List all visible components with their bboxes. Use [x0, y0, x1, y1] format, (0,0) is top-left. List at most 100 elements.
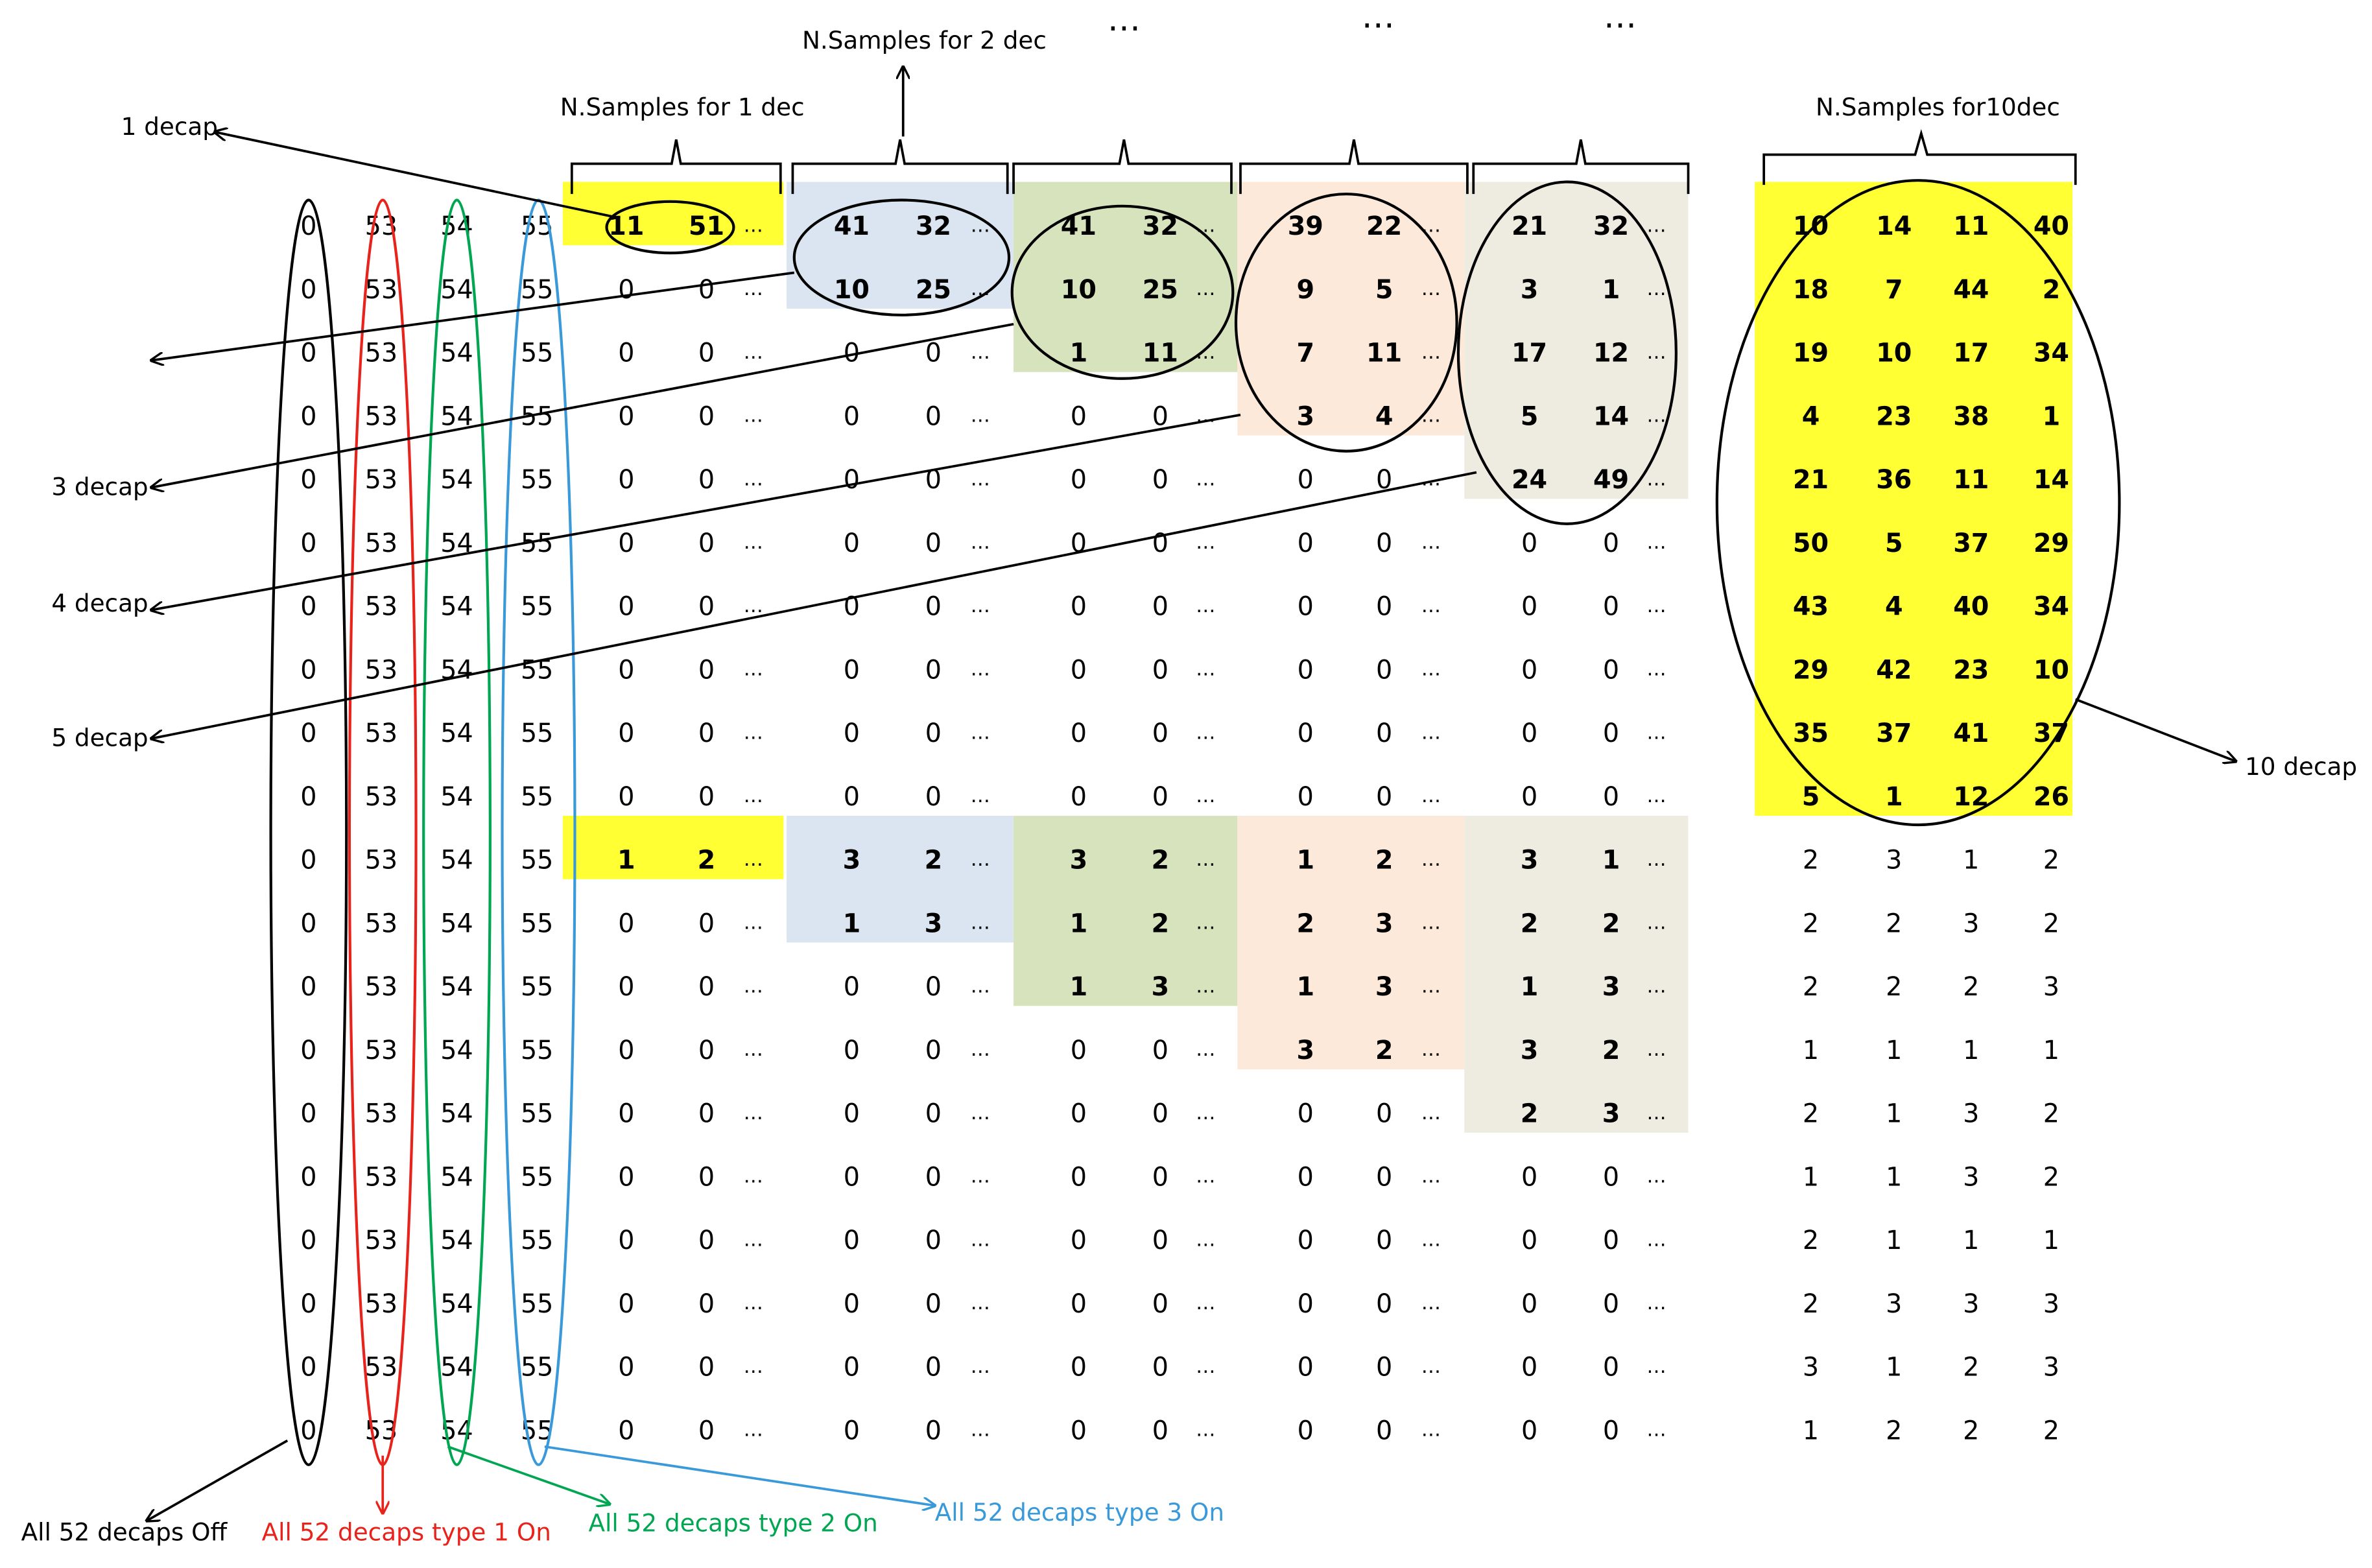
dec10-cell: 3 — [1886, 1289, 1902, 1319]
fixed-cell: 53 — [365, 1226, 397, 1255]
sample-cell: 0 — [698, 972, 715, 1002]
ellipsis-cell: … — [1196, 278, 1215, 300]
sample-cell: 0 — [1071, 1099, 1087, 1129]
sample-cell: 0 — [1071, 655, 1087, 685]
label-type3-on: All 52 decaps type 3 On — [935, 1498, 1224, 1526]
fixed-cell: 0 — [300, 1099, 316, 1129]
sample-cell: 0 — [1603, 1226, 1619, 1255]
sample-cell: 0 — [844, 1099, 860, 1129]
ellipsis-cell: … — [1646, 1038, 1666, 1061]
dec10-cell: 3 — [2043, 1353, 2059, 1383]
highlight-bottom-dec5 — [1464, 815, 1689, 1133]
dec10-cell: 2 — [1803, 909, 1819, 938]
sample-cell: 3 — [1521, 1036, 1539, 1065]
dec10-cell: 2 — [1803, 1099, 1819, 1129]
sample-cell: 0 — [1521, 1353, 1537, 1383]
sample-cell: 0 — [1298, 1289, 1314, 1319]
sample-cell: 14 — [1593, 401, 1629, 431]
ellipsis-cell: … — [971, 1102, 990, 1124]
sample-cell: 0 — [1298, 1226, 1314, 1255]
sample-cell: 3 — [1602, 1099, 1620, 1129]
sample-cell: 0 — [844, 782, 860, 812]
dec10-cell: 44 — [1953, 275, 1989, 305]
dec10-cell: 38 — [1953, 401, 1989, 431]
ellipsis-cell: … — [1646, 1419, 1666, 1442]
ellipsis-cell: … — [1196, 1165, 1215, 1188]
ellipsis-cell: … — [1196, 531, 1215, 554]
ellipsis-cell: … — [1421, 848, 1441, 871]
fixed-cell: 53 — [365, 846, 397, 875]
sample-cell: 0 — [844, 529, 860, 558]
fixed-cell: 0 — [300, 401, 316, 431]
brace-dec1 — [570, 139, 782, 195]
ellipsis-cell: … — [1421, 658, 1441, 681]
header-dec1: N.Samples for 1 dec — [560, 93, 805, 121]
pointer-4-decap — [151, 413, 1241, 610]
dec10-cell: 3 — [1963, 1099, 1979, 1129]
ellipsis-cell: … — [1646, 1228, 1666, 1251]
sample-cell: 0 — [1071, 592, 1087, 622]
ellipsis-cell: … — [1421, 1165, 1441, 1188]
dec10-cell: 2 — [2043, 275, 2061, 305]
dec10-cell: 29 — [2034, 529, 2069, 558]
fixed-cell: 55 — [521, 909, 553, 938]
sample-cell: 0 — [1298, 782, 1314, 812]
ellipsis-cell: … — [971, 595, 990, 617]
dec10-cell: 1 — [1886, 1162, 1902, 1192]
fixed-cell: 54 — [440, 909, 473, 938]
dec10-cell: 2 — [2043, 1099, 2059, 1129]
ellipsis-cell: … — [1196, 721, 1215, 744]
sample-cell: 3 — [1375, 972, 1394, 1002]
sample-cell: 0 — [698, 1416, 715, 1445]
label-type2-on: All 52 decaps type 2 On — [589, 1508, 878, 1537]
sample-cell: 0 — [618, 972, 634, 1002]
dec10-cell: 2 — [1886, 909, 1902, 938]
fixed-cell: 55 — [521, 1353, 553, 1383]
ellipsis-cell: … — [744, 975, 763, 997]
ellipsis-cell: … — [1421, 721, 1441, 744]
ellipsis-cell: … — [1646, 531, 1666, 554]
sample-cell: 0 — [1071, 1226, 1087, 1255]
sample-cell: 0 — [698, 339, 715, 368]
dec10-cell: 36 — [1876, 465, 1912, 495]
sample-cell: 0 — [698, 1226, 715, 1255]
dec10-cell: 2 — [1886, 972, 1902, 1002]
fixed-cell: 53 — [365, 1162, 397, 1192]
sample-cell: 0 — [618, 1353, 634, 1383]
sample-cell: 0 — [618, 1416, 634, 1445]
fixed-cell: 55 — [521, 275, 553, 305]
ellipsis-cell: … — [744, 785, 763, 807]
sample-cell: 4 — [1375, 401, 1394, 431]
sample-cell: 0 — [1152, 1289, 1168, 1319]
ellipsis-cell: … — [1196, 1102, 1215, 1124]
dec10-cell: 1 — [2043, 401, 2061, 431]
label-3-decap: 3 decap — [51, 472, 148, 501]
ellipsis-cell: … — [971, 341, 990, 364]
sample-cell: 0 — [1603, 1162, 1619, 1192]
dec10-cell: 5 — [1802, 782, 1820, 812]
dec10-cell: 4 — [1885, 592, 1903, 622]
dec10-cell: 2 — [1803, 1289, 1819, 1319]
ellipsis-cell: … — [744, 1165, 763, 1188]
dec10-cell: 3 — [2043, 1289, 2059, 1319]
fixed-cell: 54 — [440, 1099, 473, 1129]
ellipsis-cell: … — [971, 1292, 990, 1314]
ellipsis-cell: … — [1196, 1228, 1215, 1251]
label-type1-on: All 52 decaps type 1 On — [262, 1517, 551, 1546]
sample-cell: 1 — [1070, 339, 1088, 368]
ellipsis-cell: … — [1196, 595, 1215, 617]
sample-cell: 0 — [1521, 1226, 1537, 1255]
sample-cell: 0 — [698, 909, 715, 938]
dec10-cell: 1 — [1885, 782, 1903, 812]
ellipsis-cell: … — [1646, 1102, 1666, 1124]
sample-cell: 0 — [1298, 592, 1314, 622]
sample-cell: 0 — [1152, 719, 1168, 748]
brace-dec5 — [1472, 139, 1690, 195]
ellipsis-cell: … — [744, 214, 763, 237]
dec10-cell: 1 — [1963, 1036, 1979, 1065]
fixed-cell: 0 — [300, 1289, 316, 1319]
sample-cell: 0 — [844, 1162, 860, 1192]
ellipsis-cell: … — [1421, 214, 1441, 237]
highlight-bottom-dec4 — [1237, 815, 1465, 1069]
sample-cell: 0 — [618, 465, 634, 495]
